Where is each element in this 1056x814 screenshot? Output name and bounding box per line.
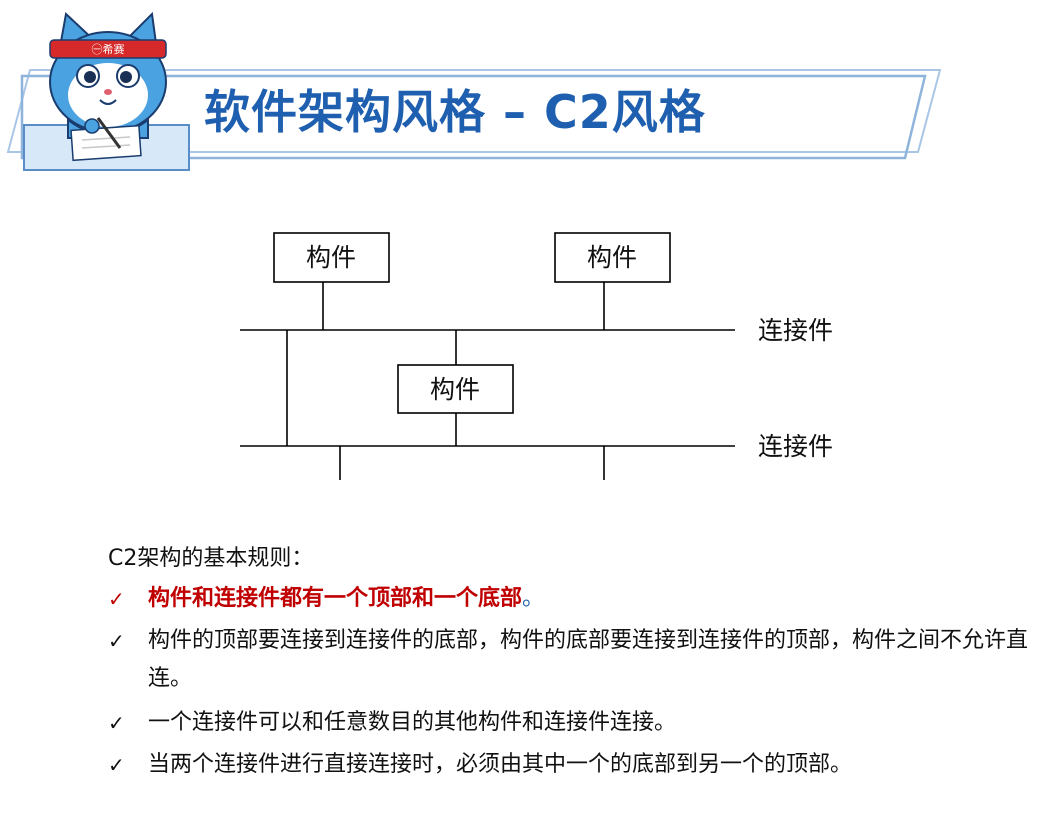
banner-frame-back	[6, 69, 942, 153]
checkmark-icon: ✓	[108, 753, 125, 777]
rule-text: 一个连接件可以和任意数目的其他构件和连接件连接。	[148, 710, 677, 735]
cat-mascot-icon: ㊀希赛	[49, 11, 167, 162]
rule-item: ✓ 当两个连接件进行直接连接时，必须由其中一个的底部到另一个的顶部。	[108, 746, 1048, 784]
checkmark-icon: ✓	[108, 587, 125, 611]
rules-heading: C2架构的基本规则：	[108, 546, 314, 571]
checkmark-icon: ✓	[108, 629, 125, 653]
component-label-top-right: 构件	[587, 243, 637, 272]
c2-diagram: 构件 构件 构件 连接件 连接件	[240, 232, 833, 480]
connector-label-bottom: 连接件	[758, 432, 833, 461]
component-box-top-left	[273, 232, 390, 283]
header-banner: ㊀希赛	[6, 11, 942, 171]
component-label-top-left: 构件	[306, 243, 356, 272]
banner-frame	[20, 74, 927, 160]
rule-text: 当两个连接件进行直接连接时，必须由其中一个的底部到另一个的顶部。	[148, 752, 853, 777]
component-box-middle	[397, 364, 514, 414]
component-box-top-right	[554, 232, 671, 283]
rule-item: ✓ 一个连接件可以和任意数目的其他构件和连接件连接。	[108, 704, 1048, 742]
rule-item: ✓ 构件和连接件都有一个顶部和一个底部。	[108, 580, 1048, 618]
mascot-headband-text: ㊀希赛	[92, 42, 125, 56]
connector-label-top: 连接件	[758, 316, 833, 345]
rule-item: ✓ 构件的顶部要连接到连接件的底部，构件的底部要连接到连接件的顶部，构件之间不允…	[108, 622, 1048, 698]
rule-suffix: 。	[522, 586, 545, 611]
rule-text: 构件的顶部要连接到连接件的底部，构件的底部要连接到连接件的顶部，构件之间不允许直…	[148, 628, 1029, 691]
component-label-middle: 构件	[430, 375, 480, 404]
checkmark-icon: ✓	[108, 711, 125, 735]
page-title: 软件架构风格 – C2风格	[204, 85, 706, 139]
rule-text: 构件和连接件都有一个顶部和一个底部	[148, 586, 523, 611]
